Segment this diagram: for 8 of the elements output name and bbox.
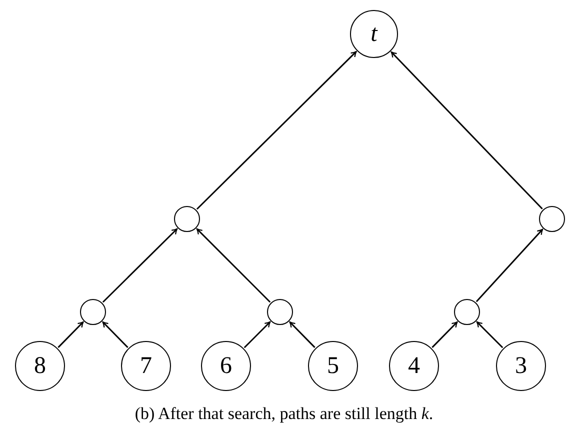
node-label: 8	[34, 354, 46, 378]
node-label: t	[370, 22, 378, 46]
node-label: 3	[515, 354, 527, 378]
node-label: 6	[220, 354, 232, 378]
caption: (b) After that search, paths are still length k.	[134, 403, 434, 424]
node-label: 5	[327, 354, 339, 378]
node-label: 7	[140, 354, 152, 378]
node-label: 4	[408, 354, 420, 378]
